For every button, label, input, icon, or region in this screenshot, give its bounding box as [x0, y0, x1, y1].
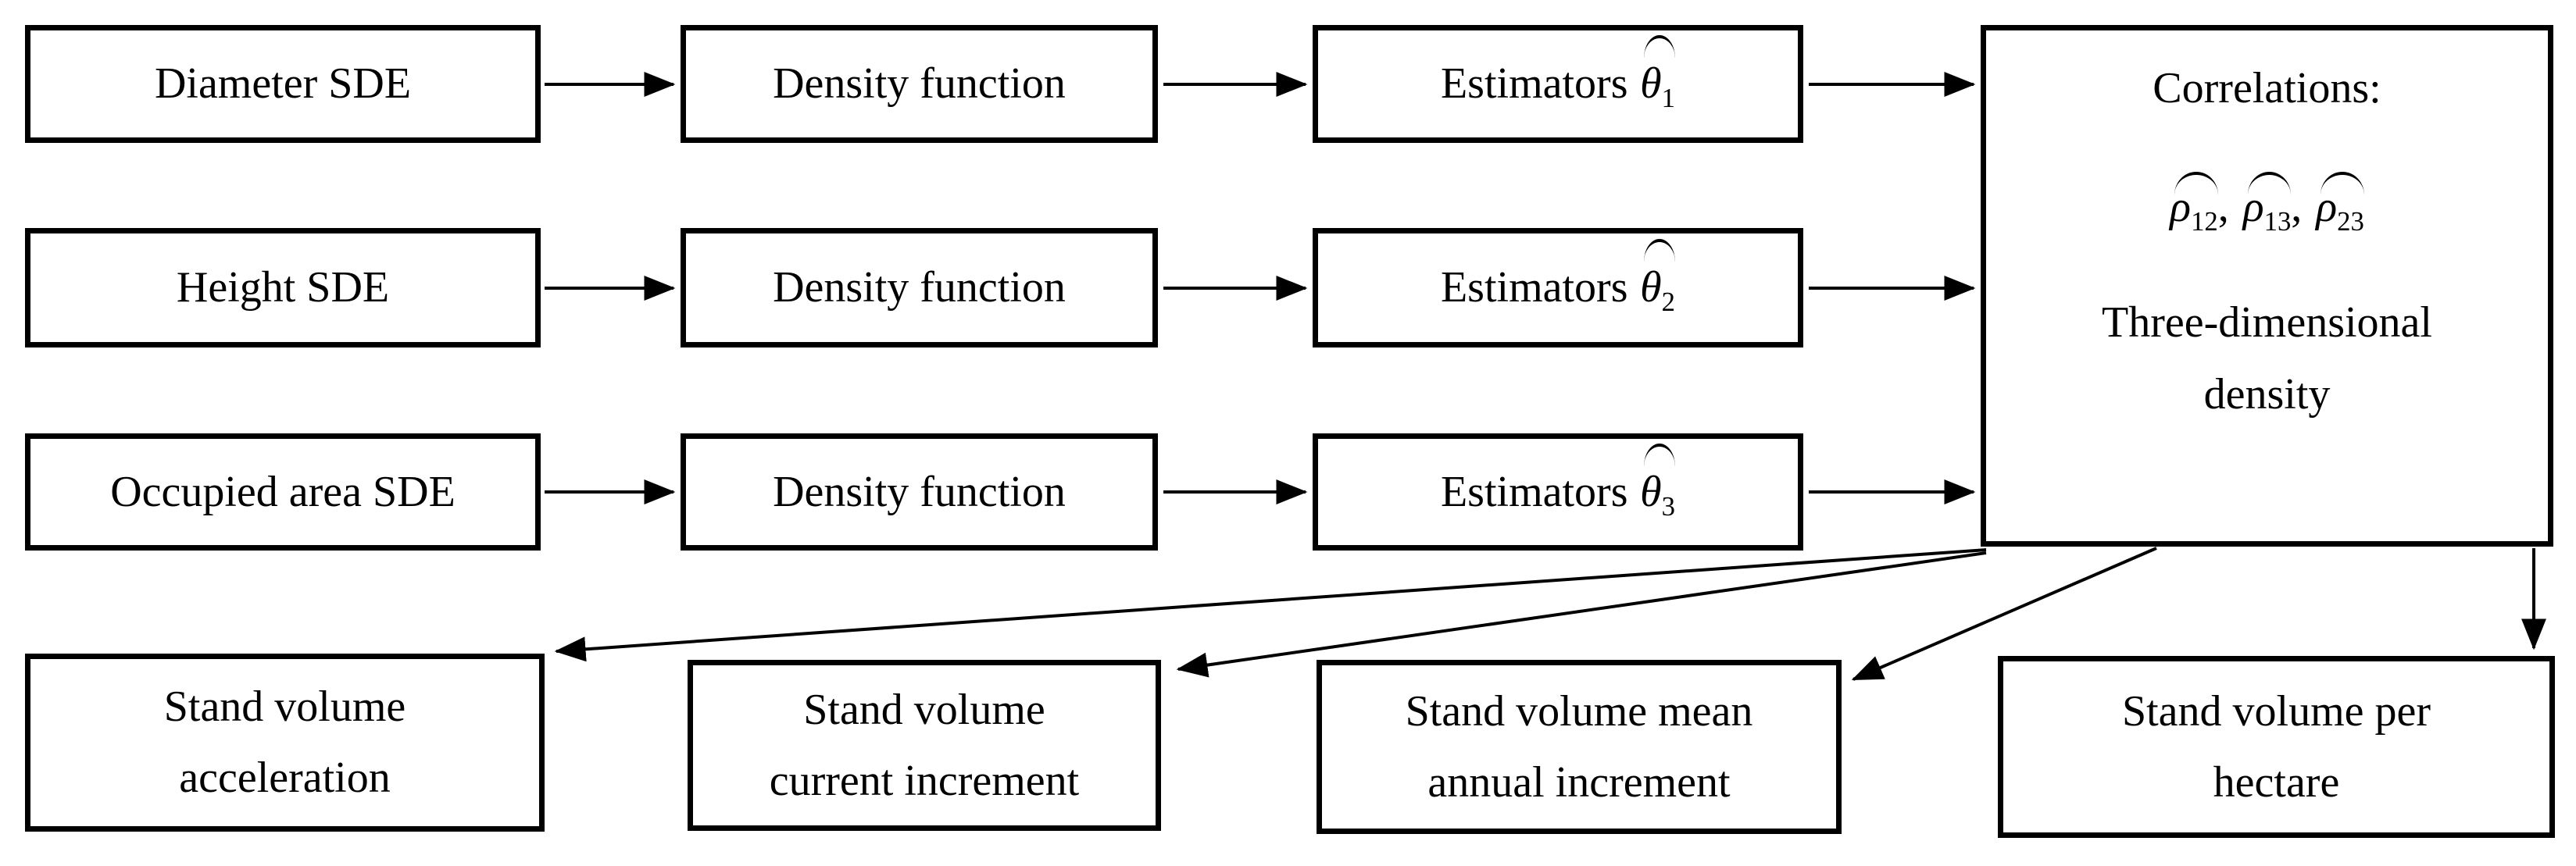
box-stand-volume-per-hectare: Stand volume per hectare	[1998, 656, 2555, 838]
output-3-line2: annual increment	[1427, 757, 1731, 807]
output-2-line2: current increment	[769, 756, 1080, 805]
box-occupied-area-sde-label: Occupied area SDE	[110, 467, 456, 516]
output-2-line1: Stand volume	[803, 685, 1045, 734]
box-occupied-area-sde: Occupied area SDE	[25, 433, 541, 551]
box-density-function-2: Density function	[681, 228, 1158, 347]
rho-separator: ,	[2217, 183, 2229, 231]
box-density-function-3: Density function	[681, 433, 1158, 551]
output-3-line1: Stand volume mean	[1405, 686, 1753, 736]
box-stand-volume-mean-annual-increment: Stand volume mean annual increment	[1317, 660, 1842, 834]
arrow-correlations-to-acceleration	[554, 548, 1987, 662]
theta-hat-1: θ1	[1640, 35, 1675, 119]
correlations-line3: density	[2203, 370, 2331, 419]
box-stand-volume-current-increment: Stand volume current increment	[688, 660, 1161, 831]
correlations-line2: Three-dimensional	[2102, 298, 2432, 347]
arrow-correlations-to-current-increment	[1176, 551, 1987, 678]
arrow-correlations-to-mean-annual-increment	[1851, 547, 2157, 681]
theta-hat-3: θ3	[1640, 443, 1675, 528]
output-1-line1: Stand volume	[163, 682, 406, 732]
output-1-line2: acceleration	[179, 754, 391, 802]
rho-hat-13: ρ13	[2242, 172, 2292, 237]
correlations-title: Correlations:	[2153, 64, 2381, 112]
box-height-sde: Height SDE	[25, 228, 541, 347]
rho-separator: ,	[2291, 183, 2303, 231]
box-diameter-sde: Diameter SDE	[25, 25, 541, 143]
rho-hat-12: ρ12	[2170, 172, 2218, 237]
output-4-line1: Stand volume per	[2121, 686, 2431, 736]
box-stand-volume-acceleration: Stand volume acceleration	[25, 654, 545, 832]
box-density-function-2-label: Density function	[773, 263, 1066, 312]
output-4-line2: hectare	[2213, 757, 2340, 807]
box-density-function-3-label: Density function	[773, 467, 1066, 516]
correlations-rho-list: ρ12,ρ13,ρ23	[2170, 172, 2364, 237]
theta-hat-2: θ2	[1640, 239, 1675, 323]
box-correlations: Correlations: ρ12,ρ13,ρ23 Three-dimensio…	[1981, 25, 2553, 547]
box-height-sde-label: Height SDE	[176, 263, 390, 312]
box-diameter-sde-label: Diameter SDE	[154, 59, 412, 109]
rho-hat-23: ρ23	[2316, 172, 2364, 237]
box-density-function-1: Density function	[681, 25, 1158, 143]
box-density-function-1-label: Density function	[773, 59, 1066, 109]
